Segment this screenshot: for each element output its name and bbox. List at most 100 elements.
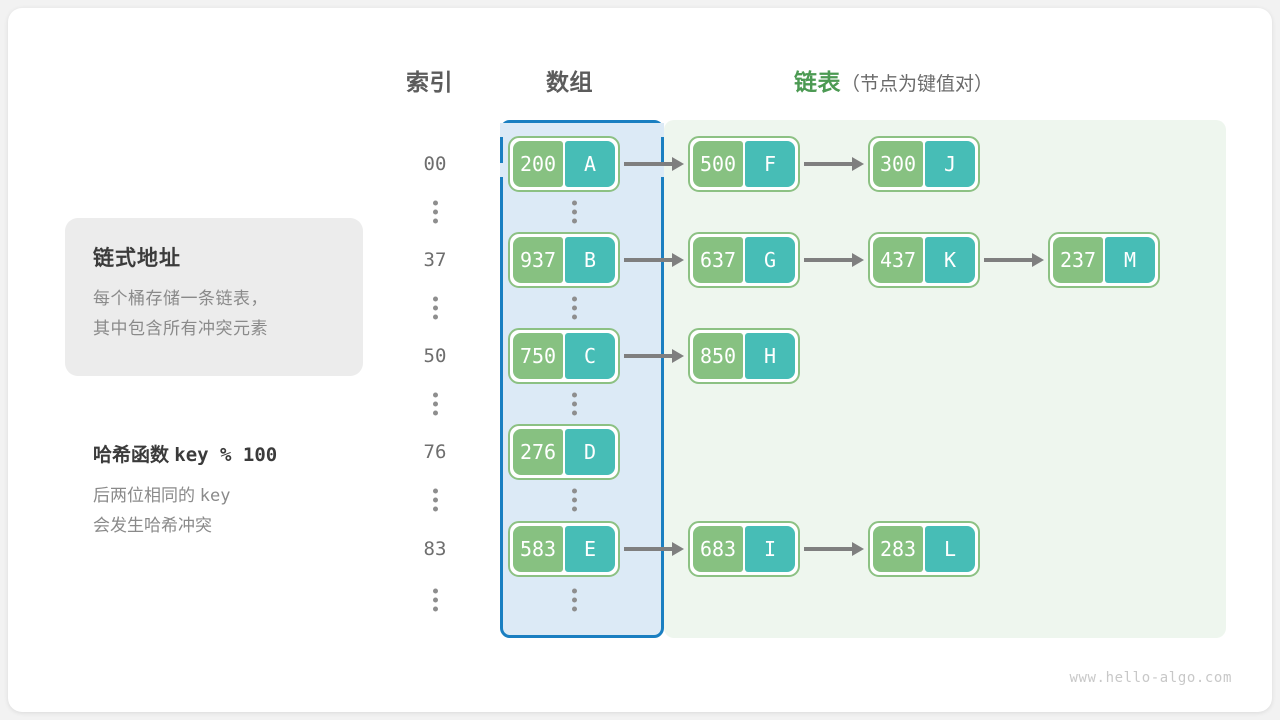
- index-label-37: 37: [423, 249, 447, 271]
- index-label-76: 76: [423, 441, 447, 463]
- hash-note-title-prefix: 哈希函数: [93, 445, 170, 466]
- hash-note-line-1-mono: key: [199, 486, 231, 506]
- node-value: E: [565, 526, 615, 572]
- arrow-shaft: [804, 547, 852, 551]
- node-value: D: [565, 429, 615, 475]
- arrow-shaft: [624, 258, 672, 262]
- index-ellipsis-3: [428, 392, 442, 416]
- arrow-shaft: [804, 162, 852, 166]
- index-label-83: 83: [423, 538, 447, 560]
- link-arrow-37-2: [984, 253, 1044, 267]
- node-value: I: [745, 526, 795, 572]
- link-arrow-50-0: [624, 349, 684, 363]
- hash-note-line-2: 会发生哈希冲突: [93, 516, 212, 535]
- arrow-head-icon: [852, 253, 864, 267]
- node-value: B: [565, 237, 615, 283]
- arrow-shaft: [624, 162, 672, 166]
- node-value: C: [565, 333, 615, 379]
- index-ellipsis-5: [428, 588, 442, 612]
- info-card-title: 链式地址: [93, 247, 181, 270]
- header-linked-list-note: （节点为键值对）: [841, 74, 994, 95]
- node-key: 637: [693, 237, 743, 283]
- node-value: M: [1105, 237, 1155, 283]
- hash-note-formula: key % 100: [174, 444, 278, 466]
- node-key: 200: [513, 141, 563, 187]
- bucket-ellipsis-5: [567, 588, 581, 612]
- index-ellipsis-4: [428, 488, 442, 512]
- info-card-body: 每个桶存储一条链表， 其中包含所有冲突元素: [93, 284, 268, 344]
- node-key: 237: [1053, 237, 1103, 283]
- arrow-head-icon: [852, 157, 864, 171]
- arrow-head-icon: [672, 253, 684, 267]
- node-key: 750: [513, 333, 563, 379]
- index-label-50: 50: [423, 345, 447, 367]
- header-array: 数组: [546, 69, 593, 95]
- link-arrow-83-1: [804, 542, 864, 556]
- arrow-head-icon: [672, 542, 684, 556]
- diagram-canvas: 索引 数组 链表（节点为键值对） 链式地址 每个桶存储一条链表， 其中包含所有冲…: [8, 8, 1272, 712]
- hash-function-note: 哈希函数 key % 100 后两位相同的 key 会发生哈希冲突: [93, 440, 277, 540]
- hash-note-line-1-prefix: 后两位相同的: [93, 486, 195, 505]
- node-key: 276: [513, 429, 563, 475]
- node-key: 683: [693, 526, 743, 572]
- arrow-shaft: [624, 547, 672, 551]
- node-key: 937: [513, 237, 563, 283]
- node-key: 437: [873, 237, 923, 283]
- bucket-ellipsis-3: [567, 392, 581, 416]
- bucket-ellipsis-1: [567, 200, 581, 224]
- link-arrow-37-1: [804, 253, 864, 267]
- arrow-head-icon: [672, 349, 684, 363]
- index-label-00: 00: [423, 153, 447, 175]
- index-ellipsis-1: [428, 200, 442, 224]
- node-key: 583: [513, 526, 563, 572]
- arrow-head-icon: [852, 542, 864, 556]
- header-index: 索引: [406, 69, 453, 95]
- link-arrow-00-0: [624, 157, 684, 171]
- arrow-shaft: [804, 258, 852, 262]
- arrow-head-icon: [672, 157, 684, 171]
- node-value: L: [925, 526, 975, 572]
- arrow-head-icon: [1032, 253, 1044, 267]
- node-value: K: [925, 237, 975, 283]
- node-key: 850: [693, 333, 743, 379]
- link-arrow-83-0: [624, 542, 684, 556]
- bucket-ellipsis-2: [567, 296, 581, 320]
- node-value: J: [925, 141, 975, 187]
- node-value: F: [745, 141, 795, 187]
- node-value: A: [565, 141, 615, 187]
- node-key: 300: [873, 141, 923, 187]
- watermark: www.hello-algo.com: [1069, 670, 1232, 686]
- hash-note-line-1: 后两位相同的 key: [93, 481, 277, 511]
- link-arrow-00-1: [804, 157, 864, 171]
- header-linked-list: 链表: [794, 69, 841, 95]
- arrow-shaft: [984, 258, 1032, 262]
- index-ellipsis-2: [428, 296, 442, 320]
- link-arrow-37-0: [624, 253, 684, 267]
- node-value: G: [745, 237, 795, 283]
- node-value: H: [745, 333, 795, 379]
- hash-note-title: 哈希函数 key % 100: [93, 440, 277, 467]
- node-key: 283: [873, 526, 923, 572]
- info-card-line-2: 其中包含所有冲突元素: [93, 319, 268, 338]
- hash-note-body: 后两位相同的 key 会发生哈希冲突: [93, 481, 277, 540]
- info-card-line-1: 每个桶存储一条链表，: [93, 289, 268, 308]
- bucket-ellipsis-4: [567, 488, 581, 512]
- arrow-shaft: [624, 354, 672, 358]
- node-key: 500: [693, 141, 743, 187]
- header-linked-list-group: 链表（节点为键值对）: [794, 63, 993, 97]
